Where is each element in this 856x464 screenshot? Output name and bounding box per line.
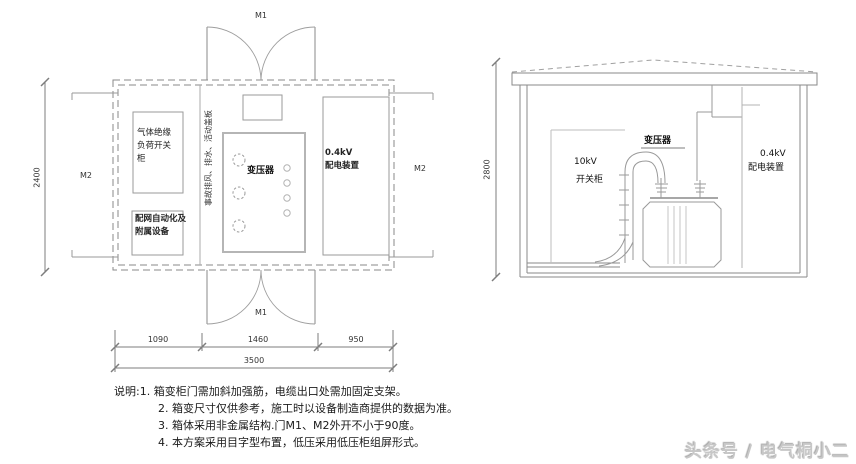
plan-dim-total: 3500 [243,356,265,365]
roof-ridge-dashed [511,59,818,73]
transformer-wheel [232,153,246,167]
bus-duct [696,85,742,181]
cable-duct [594,151,666,267]
door-swing-arc [206,269,262,325]
watermark-text: 头条号 / 电气桐小二 [684,442,850,462]
plan-dim-height: 2400 [32,167,42,188]
plan-door-left [71,92,118,258]
bushing-circle [283,164,291,172]
lv-switchgear-box [322,96,390,256]
note-line-3: 3. 箱体采用非金属结构.门M1、M2外开不小于90度。 [158,419,421,432]
door-right-label: M2 [414,164,426,173]
vent-note-label: 事故排风、排水、活动盖板 [204,110,213,206]
bushing-insulator [655,178,668,198]
elevation-view [491,57,818,282]
elevation-structure [511,59,818,278]
plan-dimension-lines [40,77,398,373]
lv-cabinet-outline [741,87,760,268]
transformer-elevation [642,178,722,268]
plan-view [40,26,434,373]
automation-box [131,210,184,256]
bushing-circle [283,179,291,187]
gas-cabinet-box [132,111,184,194]
vent-duct-box [242,94,283,121]
plan-dim-seg-left: 1090 [147,335,169,344]
hv-cabinet-outline [550,129,625,263]
door-swing-arc [260,26,316,81]
plan-equipment-boxes [131,94,390,256]
bushing-circle [283,209,291,217]
door-left-label: M2 [80,171,92,180]
plan-door-top [206,26,316,81]
automation-label: 配网自动化及附属设备 [135,214,187,238]
hv-label-line2: 开关柜 [576,175,604,185]
note-line-4: 4. 本方案采用目字型布置，低压采用低压柜组屏形式。 [158,436,425,449]
bushing-circle [283,194,291,202]
elevation-dim-height: 2800 [482,159,492,180]
gas-cabinet-label: 气体绝缘负荷开关柜 [137,128,172,165]
plan-dim-seg-right: 950 [348,335,364,344]
plan-door-right [389,92,434,258]
transformer-tank [642,201,722,268]
plan-outer-walls [112,79,395,271]
hv-label-line1: 10kV [574,157,597,167]
door-swing-arc [260,269,316,325]
transformer-plan-label: 变压器 [247,166,275,176]
door-top-label: M1 [255,11,267,20]
roof-slab [511,72,818,86]
note-line-1: 说明:1. 箱变柜门需加斜加强筋，电缆出口处需加固定支架。 [114,385,407,398]
lv-elev-label-line1: 0.4kV [760,149,786,159]
plan-dim-seg-middle: 1460 [247,335,269,344]
transformer-elevation-label: 变压器 [644,136,672,146]
transformer-room-box [222,132,306,253]
elevation-dimension-line [491,57,501,282]
radiator-fins [667,206,687,264]
transformer-wheel [232,219,246,233]
bushing-insulator [694,180,706,198]
lv-elev-label-line2: 配电装置 [748,163,785,173]
door-swing-arc [206,26,262,81]
door-bottom-label: M1 [255,308,267,317]
notes-block: 说明:1. 箱变柜门需加斜加强筋，电缆出口处需加固定支架。 2. 箱变尺寸仅供参… [114,383,534,451]
plan-door-bottom [206,269,316,325]
transformer-wheel [232,186,246,200]
note-line-2: 2. 箱变尺寸仅供参考，施工时以设备制造商提供的数据为准。 [158,402,458,415]
